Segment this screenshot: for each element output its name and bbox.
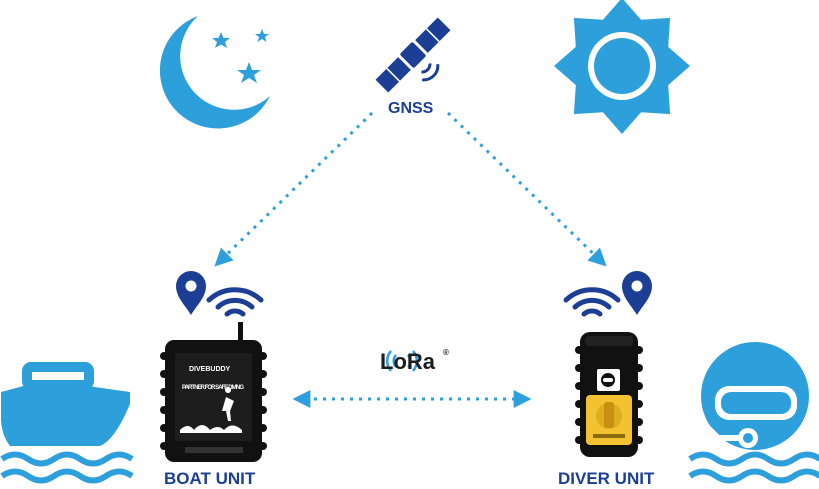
diver-mask-icon <box>688 342 819 484</box>
location-pin-icon <box>176 271 206 315</box>
moon-stars-icon <box>159 16 270 129</box>
lora-signal-icon <box>386 350 418 372</box>
lora-registered-mark: ® <box>443 348 449 357</box>
connection-arrows <box>214 111 607 408</box>
gnss-to-boat-arrow <box>214 111 374 267</box>
lora-label: LoRa <box>380 349 435 374</box>
device-brand-text: DIVEBUDDY <box>189 366 231 373</box>
device-slogan-text: PARTNER FOR SAFE DIVING <box>182 385 244 391</box>
location-pin-icon <box>622 271 652 315</box>
wifi-icon <box>206 287 264 317</box>
diver-unit-device <box>575 332 643 457</box>
wifi-icon <box>563 287 621 317</box>
boat-icon <box>0 362 134 484</box>
gnss-to-diver-arrow <box>446 111 607 267</box>
sun-icon <box>554 0 690 134</box>
boat-unit-device: DIVEBUDDY PARTNER FOR SAFE DIVING <box>160 322 267 462</box>
satellite-icon <box>375 17 451 93</box>
diver-unit-label: DIVER UNIT <box>558 469 655 488</box>
gnss-label: GNSS <box>388 100 434 117</box>
boat-unit-label: BOAT UNIT <box>164 469 256 488</box>
